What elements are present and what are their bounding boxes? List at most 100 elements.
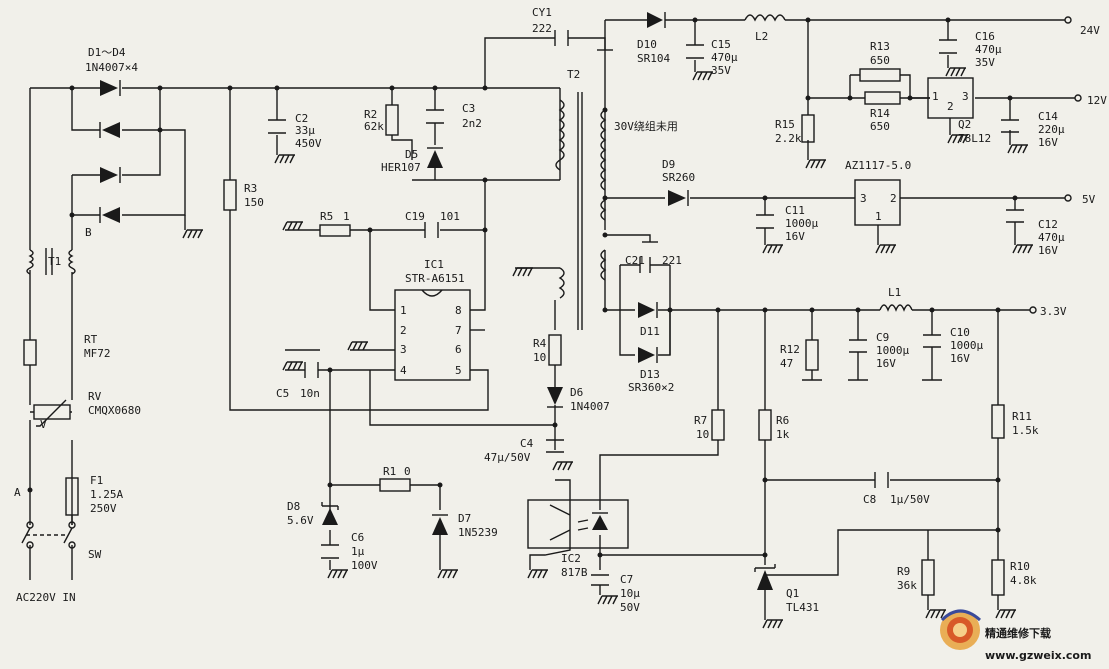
label-sw: SW [88, 548, 102, 561]
label-rv-v: V [40, 418, 47, 431]
label-c3-value: 2n2 [462, 117, 482, 130]
label-c6-value1: 1µ [351, 545, 365, 558]
resistor-r1 [379, 478, 411, 492]
label-d9-value: SR260 [662, 171, 695, 184]
label-ic1-value: STR-A6151 [405, 272, 465, 285]
label-r10: R10 [1010, 560, 1030, 573]
label-r12: R12 [780, 343, 800, 356]
capacitor-c12 [1006, 209, 1024, 223]
label-r11: R11 [1012, 410, 1032, 423]
label-d13: D13 [640, 368, 660, 381]
diode-d6 [547, 387, 563, 408]
thermistor-rt [23, 339, 37, 366]
wires [29, 19, 1075, 620]
label-r13-value: 650 [870, 54, 890, 67]
label-winding-note: 30V绕组未用 [614, 119, 678, 133]
label-t2: T2 [567, 68, 580, 81]
capacitor-c6 [321, 544, 339, 559]
label-d11: D11 [640, 325, 660, 338]
capacitor-c3 [426, 109, 444, 124]
label-d10: D10 [637, 38, 657, 51]
capacitor-c8 [874, 472, 889, 488]
regulator-az1117 [854, 179, 901, 226]
label-c2-value1: 33µ [295, 124, 315, 137]
capacitor-c5 [304, 362, 319, 378]
watermark-url: www.gzweix.com [985, 649, 1091, 662]
label-r14: R14 [870, 107, 890, 120]
label-3v3: 3.3V [1040, 305, 1067, 318]
label-c15-value1: 470µ [711, 51, 738, 64]
capacitor-c14 [1001, 119, 1019, 133]
label-cy1: CY1 [532, 6, 552, 19]
resistor-r10 [991, 559, 1005, 596]
label-c16-value2: 35V [975, 56, 995, 69]
label-pin5: 5 [455, 364, 462, 377]
label-c11: C11 [785, 204, 805, 217]
label-c7-value2: 50V [620, 601, 640, 614]
capacitor-c16 [939, 39, 957, 54]
label-q2-pin2: 2 [947, 100, 954, 113]
inductor-l2 [744, 14, 786, 22]
label-ac-input: AC220V IN [16, 591, 76, 604]
transformer-t2 [555, 92, 607, 330]
label-q1-value: TL431 [786, 601, 819, 614]
resistor-r9 [921, 559, 935, 596]
optocoupler-ic2 [527, 499, 629, 549]
label-q2-pin1: 1 [932, 90, 939, 103]
watermark: 精通维修下载 www.gzweix.com [940, 609, 1091, 662]
label-r7: R7 [694, 414, 707, 427]
choke-t1 [26, 248, 76, 275]
diode-d5 [427, 147, 443, 168]
label-az-pin3: 3 [860, 192, 867, 205]
label-q2-value: 78L12 [958, 132, 991, 145]
label-d5: D5 [405, 148, 418, 161]
label-pin2: 2 [400, 324, 407, 337]
label-r13: R13 [870, 40, 890, 53]
label-c15: C15 [711, 38, 731, 51]
label-c5: C5 [276, 387, 289, 400]
label-d7: D7 [458, 512, 471, 525]
capacitor-c7 [591, 574, 609, 586]
label-r10-value: 4.8k [1010, 574, 1037, 587]
label-a: A [14, 486, 21, 499]
label-c10: C10 [950, 326, 970, 339]
label-c11-value2: 16V [785, 230, 805, 243]
fuse-f1 [65, 477, 79, 516]
label-b: B [85, 226, 92, 239]
label-r4-value: 10 [533, 351, 546, 364]
label-r9: R9 [897, 565, 910, 578]
label-r5: R5 [320, 210, 333, 223]
varistor-rv [30, 399, 72, 427]
regulator-q2 [927, 77, 974, 119]
capacitor-c10 [923, 334, 941, 348]
label-r12-value: 47 [780, 357, 793, 370]
diode-d3 [100, 167, 121, 183]
label-r11-value: 1.5k [1012, 424, 1039, 437]
label-d9: D9 [662, 158, 675, 171]
resistor-r12 [805, 339, 819, 371]
label-pin1: 1 [400, 304, 407, 317]
capacitor-cy1 [554, 30, 569, 46]
label-rv-value: CMQX0680 [88, 404, 141, 417]
label-ic2-value: 817B [561, 566, 588, 579]
label-r6-value: 1k [776, 428, 790, 441]
label-5v: 5V [1082, 193, 1096, 206]
resistor-r5 [319, 224, 351, 237]
label-rt-value: MF72 [84, 347, 111, 360]
label-pin8: 8 [455, 304, 462, 317]
label-d13-value: SR360×2 [628, 381, 674, 394]
output-terminals [26, 16, 1082, 549]
label-rv: RV [88, 390, 102, 403]
label-r4: R4 [533, 337, 547, 350]
diode-d13 [638, 347, 658, 363]
label-c9: C9 [876, 331, 889, 344]
label-r3: R3 [244, 182, 257, 195]
label-q1: Q1 [786, 587, 799, 600]
label-c2-value2: 450V [295, 137, 322, 150]
label-c10-value2: 16V [950, 352, 970, 365]
label-az-pin2: 2 [890, 192, 897, 205]
capacitor-c19 [424, 222, 439, 238]
label-d6-value: 1N4007 [570, 400, 610, 413]
label-c14: C14 [1038, 110, 1058, 123]
label-c2: C2 [295, 112, 308, 125]
